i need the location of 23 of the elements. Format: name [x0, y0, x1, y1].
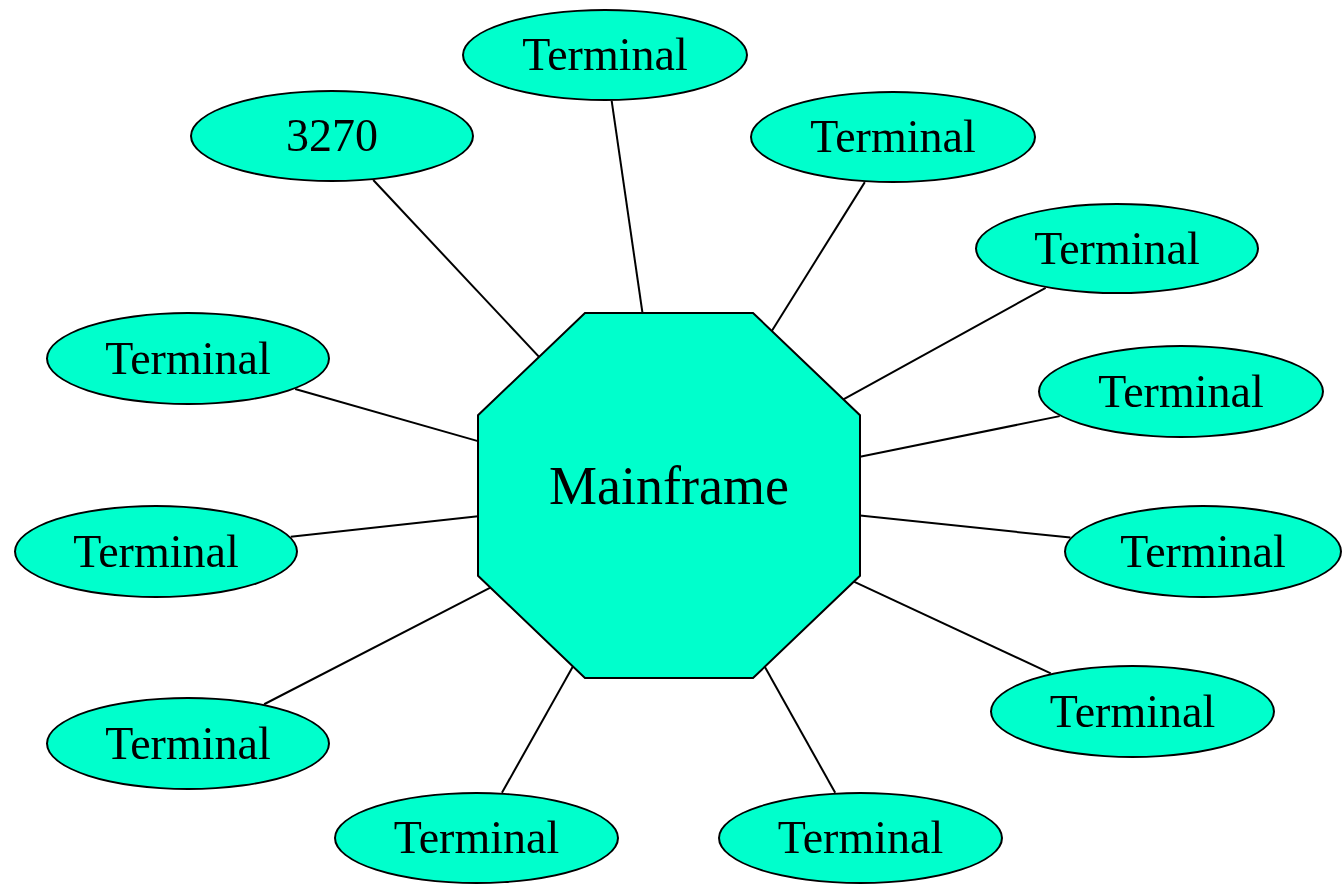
node-label: 3270 — [286, 113, 378, 159]
node-label: Terminal — [393, 815, 560, 861]
node-label: Terminal — [1098, 368, 1264, 415]
node-label: Terminal — [1120, 528, 1286, 575]
connector-line — [763, 665, 837, 794]
node-label: Terminal — [73, 528, 239, 575]
connector-line — [372, 179, 541, 358]
connector-line — [500, 665, 574, 794]
connector-line — [842, 286, 1047, 401]
node-label: Terminal — [105, 335, 271, 382]
node-label: Terminal — [1049, 688, 1216, 735]
connector-line — [263, 586, 492, 706]
node-label: Terminal — [1034, 225, 1200, 272]
connector-line — [610, 99, 644, 314]
node-label: Mainframe — [549, 458, 789, 513]
node-label: Terminal — [105, 720, 271, 767]
node-label: Terminal — [810, 114, 976, 160]
connector-line — [770, 181, 866, 332]
connector-line — [852, 580, 1052, 675]
node-label: Terminal — [522, 32, 688, 78]
node-label: Terminal — [777, 815, 944, 861]
connector-line — [289, 515, 479, 538]
connector-line — [294, 388, 479, 443]
